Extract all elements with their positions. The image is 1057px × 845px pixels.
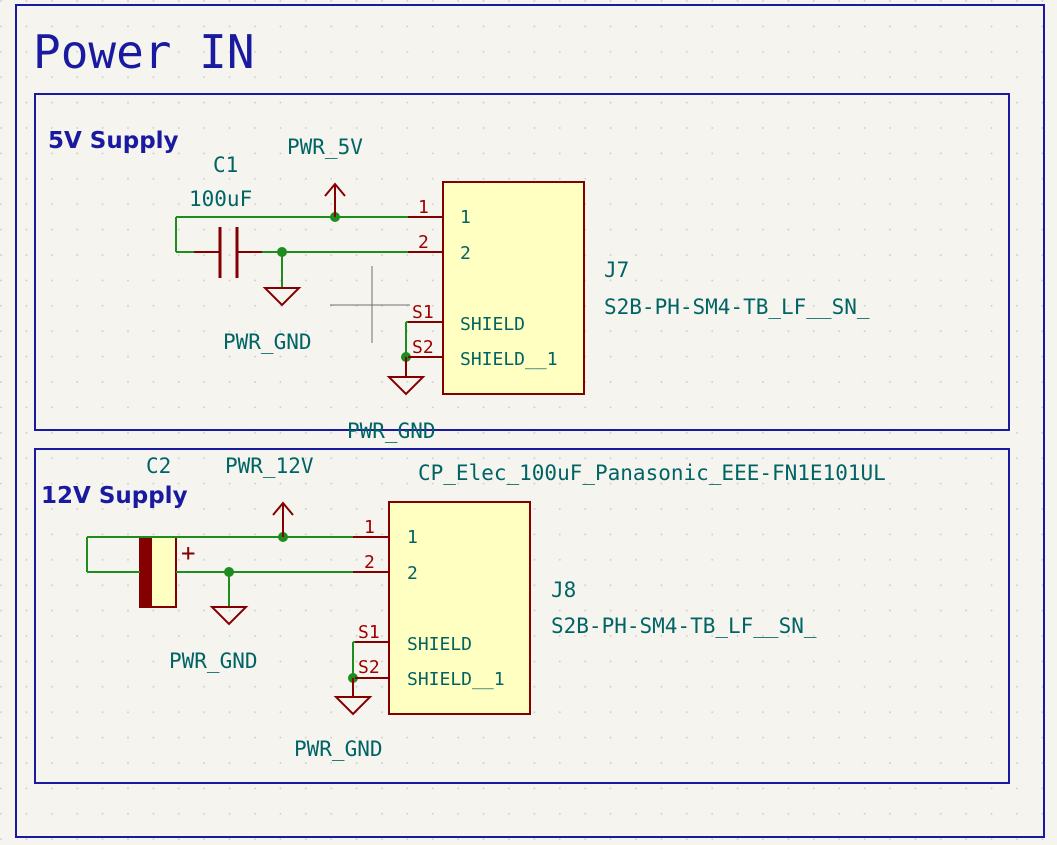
connector-j7-pins1-name: SHIELD [460,314,525,335]
capacitor-c1-ref: C1 [213,153,238,177]
connector-j7-pin1-number: 1 [418,197,429,218]
section-5v-frame [34,93,1010,431]
connector-j7-body [442,181,585,395]
ground-c2-icon[interactable] [209,606,249,626]
connector-j7-pin2-name: 2 [460,243,471,264]
ground-c2-label: PWR_GND [169,649,258,673]
connector-j8-pin2-number: 2 [364,552,375,573]
section-12v-frame [34,448,1010,784]
capacitor-c1[interactable] [194,227,262,278]
connector-j8-pins2-number: S2 [358,657,380,678]
section-12v-wires [86,536,355,696]
connector-j8-pin1-number: 1 [364,517,375,538]
capacitor-c2-polarity: + [181,539,195,567]
connector-j7-pins2-name: SHIELD__1 [460,349,558,370]
ground-j7-icon[interactable] [386,357,426,396]
connector-j8-pins2-name: SHIELD__1 [407,669,505,690]
power-flag-5v-arrow-icon[interactable] [324,182,346,217]
ground-j8-icon[interactable] [333,678,373,716]
capacitor-c2-ref: C2 [146,454,171,478]
ground-c1-label: PWR_GND [223,330,312,354]
sheet-frame [15,4,1045,838]
junction-5v-gnd [277,247,287,257]
connector-j7-value: S2B-PH-SM4-TB_LF__SN_ [604,295,870,319]
connector-j7-pin1-name: 1 [460,207,471,228]
connector-j8-pins1-number: S1 [358,622,380,643]
capacitor-c2-negative-plate [140,537,152,607]
connector-j8-ref: J8 [551,578,576,602]
sheet-title: Power IN [33,25,255,79]
section-5v-label: 5V Supply [48,128,179,154]
crosshair-cursor-icon [330,266,410,343]
ground-j7-label: PWR_GND [347,419,436,443]
connector-j7-ref: J7 [604,258,629,282]
connector-j8-value: S2B-PH-SM4-TB_LF__SN_ [551,614,817,638]
junction-12v-gnd [224,567,234,577]
connector-j8[interactable]: 1 2 S1 S2 1 2 SHIELD SHIELD__1 [353,501,531,715]
connector-j8-body [388,501,531,715]
capacitor-c2-value: CP_Elec_100uF_Panasonic_EEE-FN1E101UL [418,461,886,485]
connector-j7-pin2-number: 2 [418,232,429,253]
connector-j7-pins1-number: S1 [412,302,434,323]
connector-j7-pins2-number: S2 [412,337,434,358]
section-12v-label: 12V Supply [41,483,188,509]
section-5v-supply: 5V Supply C1 100uF PWR_5V [34,93,1010,443]
power-flag-5v-label: PWR_5V [287,135,363,159]
connector-j8-pin2-name: 2 [407,563,418,584]
connector-j8-pins1-name: SHIELD [407,634,472,655]
connector-j8-pin1-name: 1 [407,527,418,548]
ground-c1-icon[interactable] [262,287,302,307]
connector-j7[interactable]: 1 2 S1 S2 1 2 SHIELD SHIELD__1 [408,181,585,395]
section-12v-supply: 12V Supply + C2 CP_Elec_100uF_Panasonic_… [34,448,1010,784]
power-flag-12v-label: PWR_12V [225,454,314,478]
capacitor-c1-value: 100uF [189,187,252,211]
ground-j8-label: PWR_GND [294,737,383,761]
power-flag-12v-arrow-icon[interactable] [272,501,294,537]
